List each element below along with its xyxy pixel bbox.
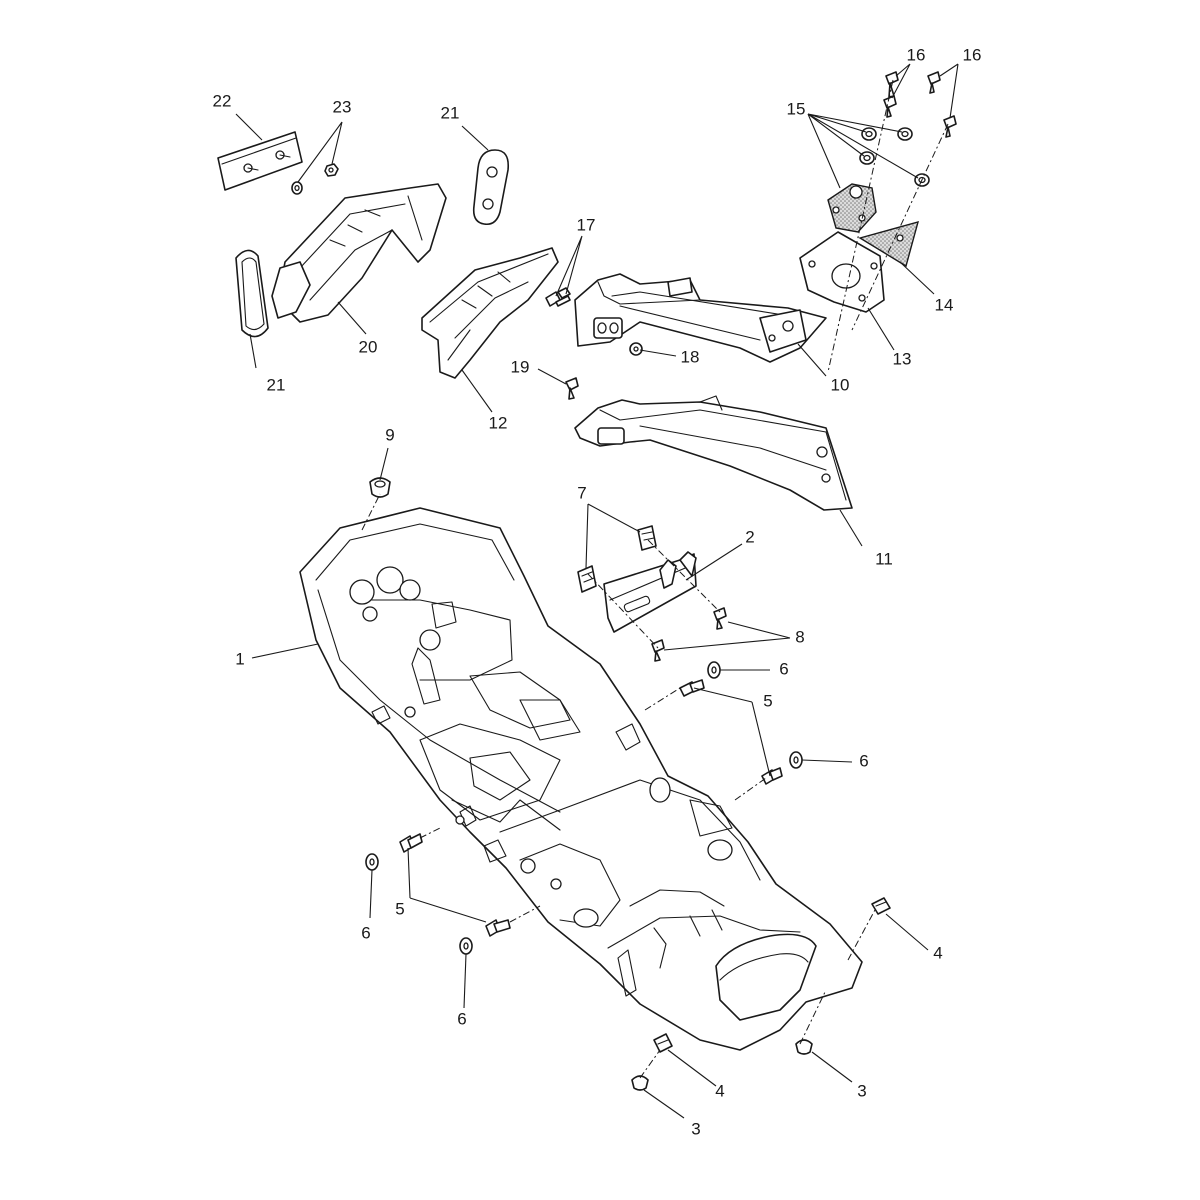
callout-18: 18 bbox=[681, 347, 700, 366]
part-4-clips bbox=[653, 897, 891, 1053]
part-15-washers bbox=[859, 127, 930, 187]
callout-23: 23 bbox=[333, 97, 352, 116]
part-1-rear-undertray bbox=[299, 507, 863, 1051]
callout-20: 20 bbox=[359, 337, 378, 356]
part-19-bolt bbox=[565, 377, 579, 400]
callout-19: 19 bbox=[511, 357, 530, 376]
leader-lines bbox=[235, 63, 959, 1119]
part-7-clips bbox=[577, 525, 657, 593]
part-11-lower-bracket bbox=[574, 395, 853, 511]
part-21-pad-upper bbox=[472, 149, 510, 226]
callout-6: 6 bbox=[859, 751, 868, 770]
callout-4: 4 bbox=[933, 943, 942, 962]
callout-7: 7 bbox=[577, 483, 586, 502]
callout-21: 21 bbox=[441, 103, 460, 122]
part-6-washers bbox=[365, 661, 803, 955]
callout-15: 15 bbox=[787, 99, 806, 118]
callout-21: 21 bbox=[267, 375, 286, 394]
callout-2: 2 bbox=[745, 527, 754, 546]
callout-6: 6 bbox=[779, 659, 788, 678]
part-22-plate bbox=[217, 131, 303, 191]
callout-22: 22 bbox=[213, 91, 232, 110]
part-2-bracket-plate bbox=[603, 551, 697, 633]
part-20-reflector-bracket bbox=[271, 183, 447, 323]
callout-6: 6 bbox=[361, 923, 370, 942]
callout-12: 12 bbox=[489, 413, 508, 432]
part-9-grommet bbox=[369, 477, 391, 498]
part-13-plate bbox=[799, 231, 885, 313]
callout-8: 8 bbox=[795, 627, 804, 646]
callout-1: 1 bbox=[235, 649, 244, 668]
part-14-triangle-plate bbox=[858, 220, 919, 268]
part-23-washer-nut bbox=[291, 163, 339, 195]
callout-10: 10 bbox=[831, 375, 850, 394]
part-12-bracket bbox=[421, 247, 559, 379]
callout-13: 13 bbox=[893, 349, 912, 368]
part-8-screws bbox=[651, 607, 727, 662]
callout-3: 3 bbox=[691, 1119, 700, 1138]
callout-labels: 1 2 3 3 4 4 5 5 6 6 6 6 7 8 9 10 11 12 1… bbox=[213, 45, 982, 1138]
callout-3: 3 bbox=[857, 1081, 866, 1100]
callout-11: 11 bbox=[875, 549, 893, 568]
part-15-hatched-plate bbox=[827, 183, 877, 233]
part-18-nut bbox=[629, 342, 643, 356]
callout-5: 5 bbox=[763, 691, 772, 710]
callout-6: 6 bbox=[457, 1009, 466, 1028]
part-10-subframe-bracket bbox=[574, 273, 827, 363]
callout-9: 9 bbox=[385, 425, 394, 444]
callout-17: 17 bbox=[577, 215, 596, 234]
callout-16: 16 bbox=[907, 45, 926, 64]
part-5-bolts bbox=[399, 679, 783, 937]
part-16-bolts bbox=[883, 71, 957, 138]
part-21-oval-reflector-lower bbox=[235, 249, 269, 338]
callout-16: 16 bbox=[963, 45, 982, 64]
callout-4: 4 bbox=[715, 1081, 724, 1100]
callout-5: 5 bbox=[395, 899, 404, 918]
callout-14: 14 bbox=[935, 295, 954, 314]
